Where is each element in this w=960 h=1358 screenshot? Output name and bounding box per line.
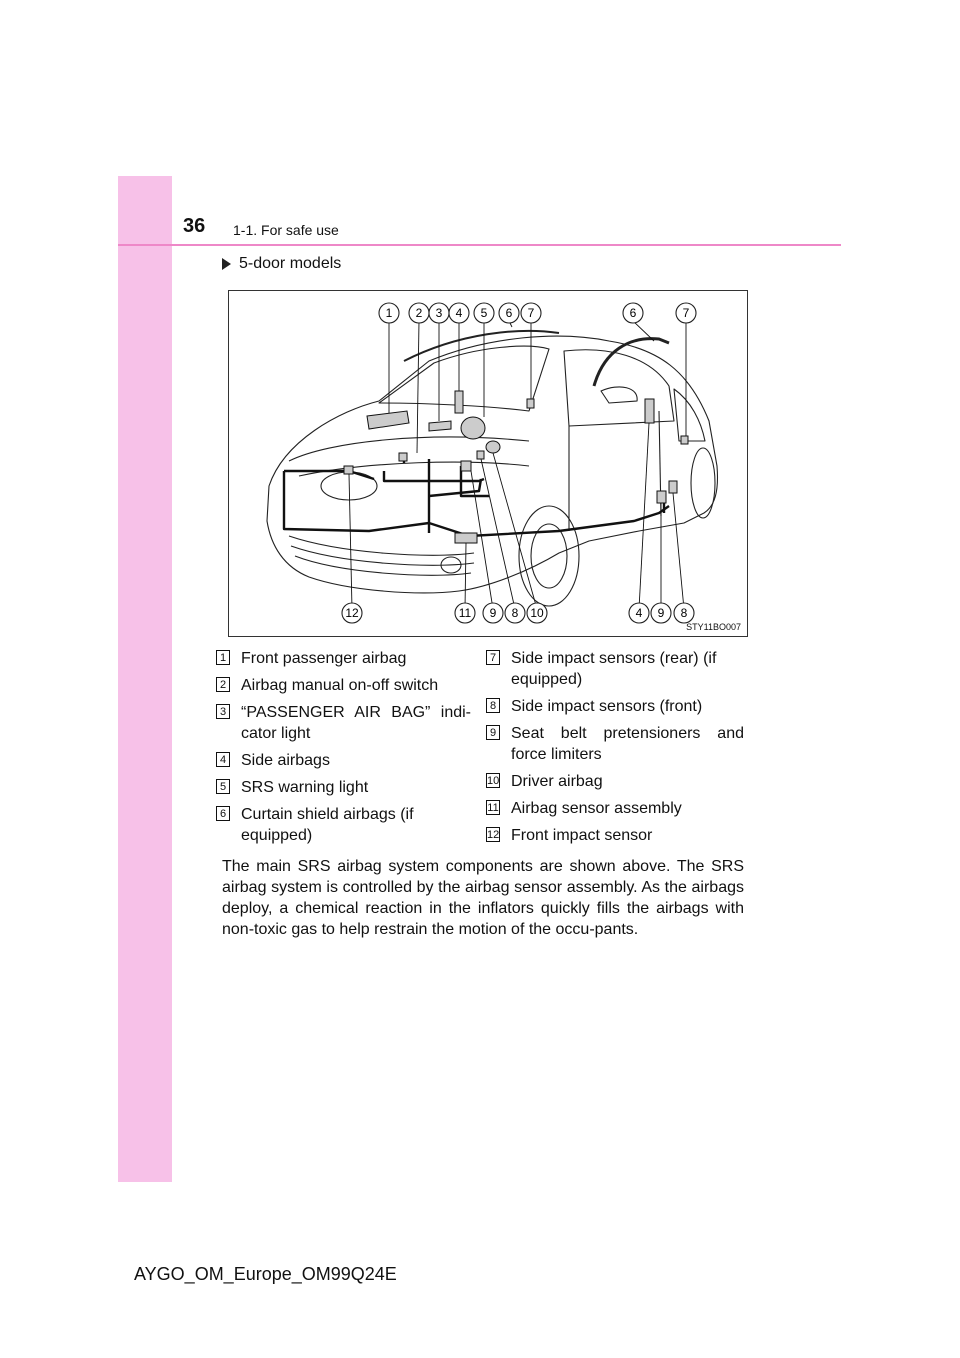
- svg-text:4: 4: [456, 306, 463, 320]
- callout-label: 12: [341, 602, 363, 624]
- callout-label: 4: [628, 602, 650, 624]
- callout-label: 2: [408, 302, 430, 324]
- callout-label: 9: [650, 602, 672, 624]
- svg-text:5: 5: [481, 306, 488, 320]
- legend-item: 7 Side impact sensors (rear) (if equippe…: [486, 648, 744, 690]
- legend-number: 9: [486, 725, 500, 740]
- footer-doc-id: AYGO_OM_Europe_OM99Q24E: [134, 1264, 397, 1284]
- section-title: 1-1. For safe use: [233, 222, 339, 238]
- legend-number: 10: [486, 773, 500, 788]
- legend-item: 10 Driver airbag: [486, 771, 744, 792]
- legend-text: Side airbags: [241, 752, 330, 769]
- callout-label: 8: [504, 602, 526, 624]
- figure-code: STY11BO007: [686, 622, 741, 632]
- svg-text:11: 11: [459, 606, 472, 620]
- legend-number: 7: [486, 650, 500, 665]
- legend-right-column: 7 Side impact sensors (rear) (if equippe…: [486, 648, 744, 852]
- callout-label: 8: [673, 602, 695, 624]
- legend-text: Airbag sensor assembly: [511, 800, 682, 817]
- legend-item: 12 Front impact sensor: [486, 825, 744, 846]
- subheading: 5-door models: [222, 255, 341, 273]
- legend-left-column: 1 Front passenger airbag 2 Airbag manual…: [216, 648, 471, 852]
- legend-number: 5: [216, 779, 230, 794]
- svg-text:10: 10: [530, 606, 544, 620]
- svg-text:1: 1: [386, 306, 393, 320]
- legend-item: 3 “PASSENGER AIR BAG” indi-cator light: [216, 702, 471, 744]
- svg-text:8: 8: [681, 606, 688, 620]
- svg-text:2: 2: [416, 306, 423, 320]
- svg-text:7: 7: [683, 306, 690, 320]
- svg-text:9: 9: [658, 606, 665, 620]
- svg-text:9: 9: [490, 606, 497, 620]
- svg-text:12: 12: [345, 606, 359, 620]
- svg-text:8: 8: [512, 606, 519, 620]
- callout-label: 4: [448, 302, 470, 324]
- triangle-bullet-icon: [222, 258, 231, 270]
- svg-text:3: 3: [436, 306, 443, 320]
- legend-item: 6 Curtain shield airbags (if equipped): [216, 804, 471, 846]
- legend-number: 1: [216, 650, 230, 665]
- header-rule: [118, 244, 841, 246]
- legend-text: Front impact sensor: [511, 827, 653, 844]
- legend-text: Side impact sensors (rear) (if equipped): [511, 650, 717, 688]
- callout-label: 5: [473, 302, 495, 324]
- legend-item: 9 Seat belt pretensioners and force limi…: [486, 723, 744, 765]
- legend-item: 4 Side airbags: [216, 750, 471, 771]
- callout-label: 7: [520, 302, 542, 324]
- legend-number: 8: [486, 698, 500, 713]
- legend-text: “PASSENGER AIR BAG” indi-cator light: [241, 704, 471, 742]
- callout-label: 7: [675, 302, 697, 324]
- legend-number: 3: [216, 704, 230, 719]
- legend-text: Side impact sensors (front): [511, 698, 703, 715]
- svg-text:6: 6: [630, 306, 637, 320]
- chapter-sidebar-tab: [118, 176, 172, 1182]
- legend-item: 8 Side impact sensors (front): [486, 696, 744, 717]
- svg-text:6: 6: [506, 306, 513, 320]
- callout-label: 1: [378, 302, 400, 324]
- callout-label: 6: [498, 302, 520, 324]
- svg-text:7: 7: [528, 306, 535, 320]
- callout-label: 11: [454, 602, 476, 624]
- body-paragraph: The main SRS airbag system components ar…: [222, 858, 744, 938]
- legend-text: Seat belt pretensioners and force limite…: [511, 725, 744, 763]
- callout-label: 10: [526, 602, 548, 624]
- svg-text:4: 4: [636, 606, 643, 620]
- subheading-text: 5-door models: [239, 255, 342, 272]
- legend-number: 6: [216, 806, 230, 821]
- legend-text: SRS warning light: [241, 779, 369, 796]
- legend-item: 1 Front passenger airbag: [216, 648, 471, 669]
- legend-number: 11: [486, 800, 500, 815]
- legend-item: 5 SRS warning light: [216, 777, 471, 798]
- callout-label: 9: [482, 602, 504, 624]
- legend-text: Curtain shield airbags (if equipped): [241, 806, 414, 844]
- legend-number: 12: [486, 827, 500, 842]
- legend-number: 4: [216, 752, 230, 767]
- legend-item: 2 Airbag manual on-off switch: [216, 675, 471, 696]
- legend-item: 11 Airbag sensor assembly: [486, 798, 744, 819]
- legend-text: Front passenger airbag: [241, 650, 407, 667]
- callout-label: 3: [428, 302, 450, 324]
- callout-label: 6: [622, 302, 644, 324]
- legend-number: 2: [216, 677, 230, 692]
- page-number: 36: [183, 215, 206, 237]
- legend-text: Airbag manual on-off switch: [241, 677, 439, 694]
- legend-text: Driver airbag: [511, 773, 603, 790]
